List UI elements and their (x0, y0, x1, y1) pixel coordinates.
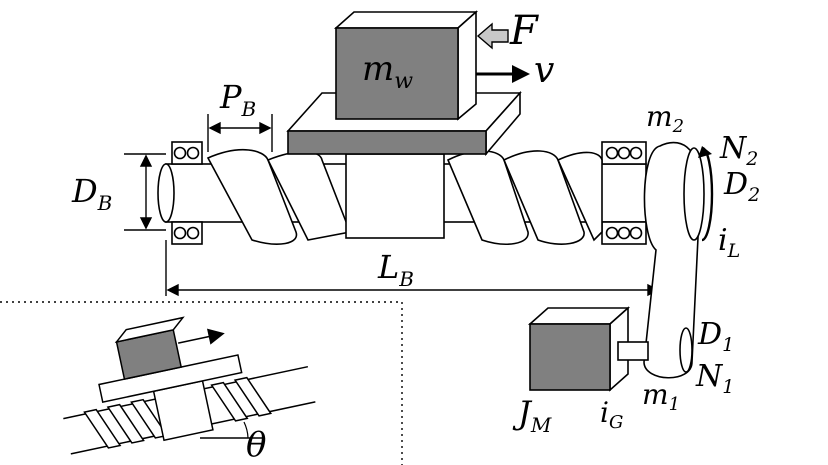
left-bearing (171, 141, 203, 245)
d2-label: D2 (723, 167, 760, 206)
velocity-label: v (534, 50, 554, 91)
jm-label: JM (512, 394, 552, 437)
pitch-dimension (207, 114, 273, 152)
n1-label: N1 (695, 359, 734, 398)
small-pulley (679, 327, 693, 373)
motor (527, 306, 649, 392)
mass-label: mw (362, 49, 413, 94)
inset-border (0, 301, 403, 465)
shaft-left-end (157, 163, 175, 223)
velocity-arrow (476, 65, 530, 83)
ig-label: iG (600, 396, 623, 433)
work-mass-block (333, 10, 479, 121)
ball-nut (345, 153, 445, 239)
screw-threads (206, 148, 603, 245)
right-bearing (601, 141, 647, 245)
large-pulley (683, 147, 705, 241)
force-arrow (476, 22, 509, 50)
pitch-label: PB (219, 78, 256, 121)
length-label: LB (377, 248, 414, 291)
il-label: iL (718, 223, 740, 262)
diameter-dimension (124, 153, 166, 231)
diameter-label: DB (71, 172, 112, 215)
m1-label: m1 (642, 378, 680, 415)
d1-label: D1 (697, 317, 734, 356)
m2-label: m2 (646, 100, 684, 137)
theta-label: θ (246, 425, 266, 465)
inclined-inset (63, 316, 316, 455)
n2-label: N2 (719, 131, 758, 170)
force-label: F (509, 8, 539, 54)
belt-drive (643, 141, 705, 379)
